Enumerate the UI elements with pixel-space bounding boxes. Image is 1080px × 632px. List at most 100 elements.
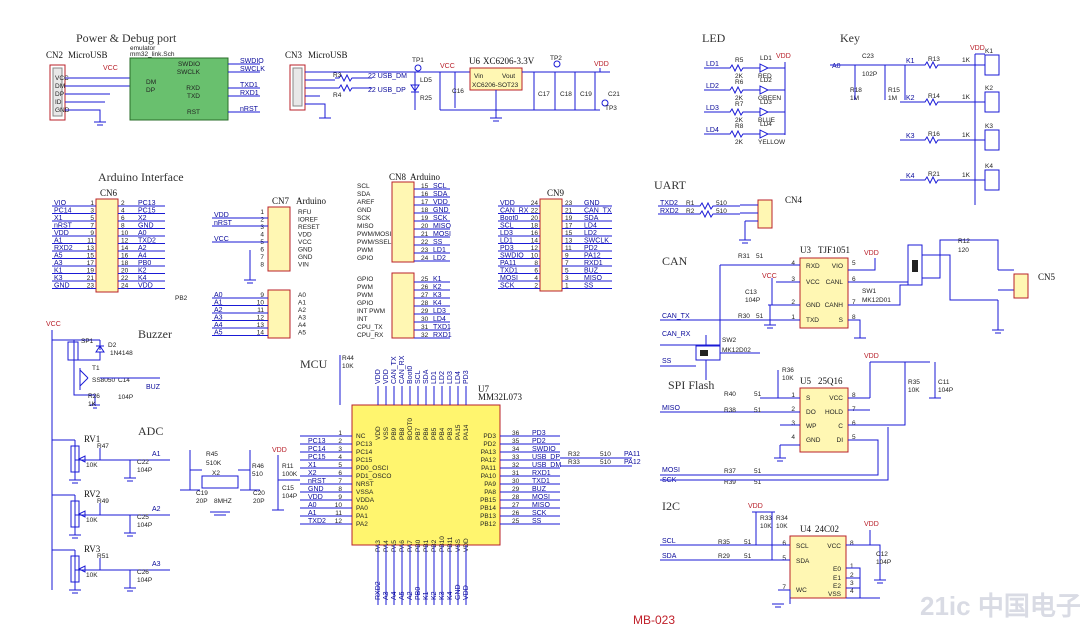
cn7b-right-1: A1: [298, 300, 306, 307]
cn9-rnum-0: 23: [565, 200, 573, 207]
mcu-left-pin-11: PA2: [356, 521, 368, 528]
cn7b-right-2: A2: [298, 307, 306, 314]
can-rnum-3: 8: [852, 314, 856, 321]
cn9-rnum-3: 17: [565, 223, 573, 230]
cn2-pin-vcc: VCC: [55, 75, 69, 82]
sw2-part: MK12D02: [722, 347, 751, 354]
miso-net: MISO: [662, 405, 680, 412]
cn9-lnum-5: 14: [531, 238, 539, 245]
cn8-left-8: PWM: [357, 247, 373, 254]
mcu-right-net-1: PD2: [532, 438, 546, 445]
mcu-right-pin-5: PA10: [481, 473, 497, 480]
led-color-3: YELLOW: [758, 139, 786, 146]
cn9-left-8: PA11: [500, 260, 516, 267]
cn7-num-3: 4: [260, 232, 264, 239]
mcu-right-pin-6: PA9: [484, 481, 496, 488]
key-rval-1: 1K: [962, 94, 971, 101]
cn7-num-5: 6: [260, 247, 264, 254]
mcu-bottom-net-2: A4: [391, 591, 398, 600]
vdd-spi: VDD: [864, 353, 879, 360]
cn7-label: CN7: [272, 196, 290, 206]
cn7-pin-1: IOREF: [298, 217, 318, 224]
cn8-left-9: GPIO: [357, 255, 373, 262]
cn2-pin-gnd: GND: [55, 107, 70, 114]
cn8-num-2: 17: [421, 199, 429, 206]
sp1-label: SP1: [81, 338, 94, 345]
cn8-left-4: SCK: [357, 215, 371, 222]
cn9-left-11: SCK: [500, 283, 515, 290]
cn6-lnum-4: 9: [90, 230, 94, 237]
led-rval-3: 2K: [735, 139, 744, 146]
tp3-label: TP3: [605, 105, 617, 112]
led-r-2: R7: [735, 101, 744, 108]
adc-rval-2: 10K: [86, 572, 98, 579]
cn8-left-1: SDA: [357, 191, 371, 198]
cn6-right-10: K4: [138, 275, 147, 282]
mcu-top-net-0: VDD: [375, 369, 382, 384]
led-r-0: R5: [735, 57, 744, 64]
sw1-label: SW1: [862, 288, 876, 295]
cn6-lnum-7: 15: [87, 253, 95, 260]
c13-val: 104P: [745, 297, 760, 304]
c19-xtal-label: C19: [196, 490, 208, 497]
cn6-rnum-2: 6: [121, 215, 125, 222]
vdd-i2c: VDD: [748, 503, 763, 510]
emu-pin-rst: RST: [187, 109, 200, 116]
cn6-right-6: A2: [138, 245, 147, 252]
cn8b-num-1: 26: [421, 284, 429, 291]
c15-val: 104P: [282, 493, 297, 500]
cn8-left-0: SCL: [357, 183, 370, 190]
r31-label: R31: [738, 253, 750, 260]
c12-val: 104P: [876, 559, 891, 566]
cn7-num-6: 7: [260, 254, 264, 261]
cn2-pin-id: ID: [55, 99, 62, 106]
cn7b-connector: [267, 289, 291, 339]
c11-val: 104P: [938, 387, 953, 394]
u7-mcu-chip: [351, 404, 501, 546]
sw1-switch[interactable]: [907, 244, 923, 286]
cn6-rnum-7: 16: [121, 253, 129, 260]
adc-pot-0: [70, 445, 86, 473]
key-switch-2[interactable]: [984, 129, 1000, 151]
cn3-label: CN3: [285, 50, 303, 60]
cn9-right-5: SWCLK: [584, 238, 609, 245]
led-wire-0: [704, 63, 785, 73]
key-switch-3[interactable]: [984, 169, 1000, 191]
key-switch-0[interactable]: [984, 54, 1000, 76]
key-net-2: K3: [906, 133, 915, 140]
r25-label: R25: [420, 95, 432, 102]
key-switch-1[interactable]: [984, 91, 1000, 113]
cn7b-left-0: A0: [214, 292, 223, 299]
spi-right-0: VCC: [829, 395, 843, 402]
cn7-net-1: nRST: [214, 220, 233, 227]
mcu-top-pin-8: PB4: [439, 427, 446, 440]
mcu-right-net-4: USB_DM: [532, 462, 561, 469]
cn9-lnum-6: 12: [531, 245, 539, 252]
c23-val: 102P: [862, 71, 877, 78]
mcu-bottom-pin-11: VDD: [463, 538, 470, 552]
cn7-pin-3: VDD: [298, 232, 312, 239]
r37-val: 51: [754, 468, 762, 475]
usb-dm-net: 22 USB_DM: [368, 73, 407, 80]
cn7b-left-3: A3: [214, 315, 223, 322]
mcu-right-pin-10: PB13: [480, 513, 496, 520]
adc-wire: [52, 549, 170, 594]
mcu-top-net-3: CAN_RX: [399, 355, 406, 384]
cn8b-right-0: K1: [433, 276, 442, 283]
cn9-lnum-2: 20: [531, 215, 539, 222]
cn8-num-7: 22: [421, 239, 429, 246]
cn8-num-8: 23: [421, 247, 429, 254]
pa12-out: PA12: [624, 459, 641, 466]
uart-rval-1: 510: [716, 208, 727, 215]
r44-label: R44: [342, 355, 354, 362]
adc-cap-0: C22: [137, 459, 149, 466]
led-ld-2: LD3: [760, 99, 772, 106]
mcu-right-net-3: USB_DP: [532, 454, 560, 461]
can-left-2: GND: [806, 302, 821, 309]
cn9-right-3: LD4: [584, 223, 597, 230]
led-diode-3: [759, 129, 770, 139]
mcu-right-pin-1: PD2: [483, 441, 496, 448]
cn9-left-2: Boot0: [500, 215, 518, 222]
